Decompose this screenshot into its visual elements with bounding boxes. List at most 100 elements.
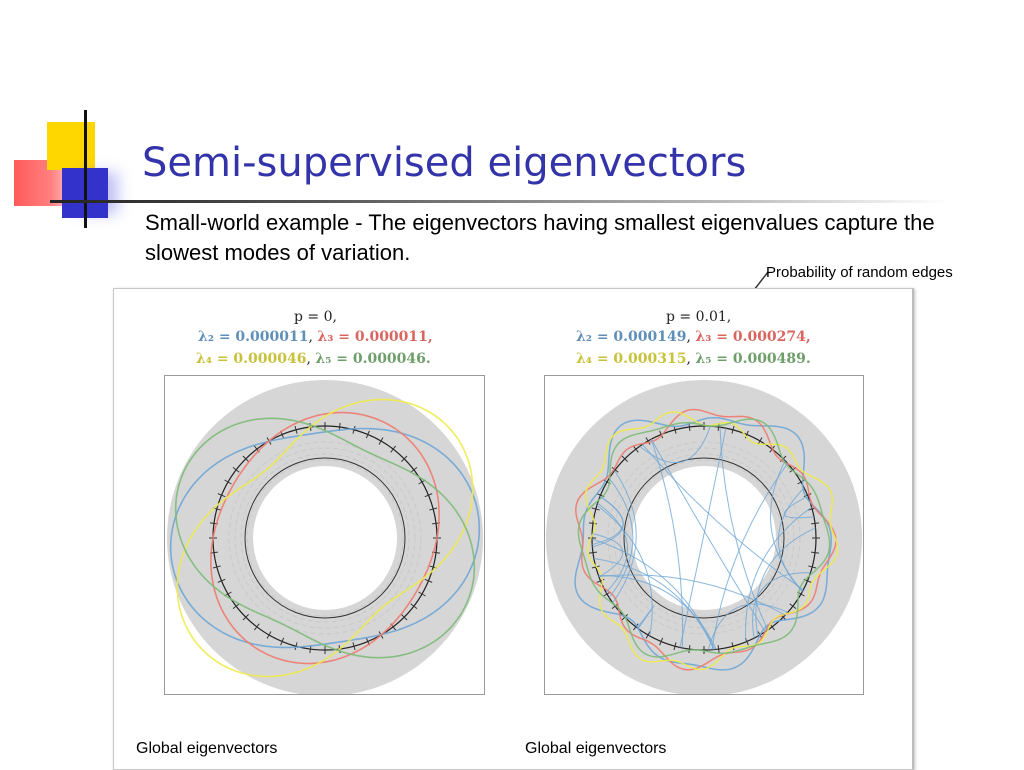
random-edge bbox=[608, 477, 634, 598]
random-edge bbox=[711, 463, 789, 650]
right-ring-plot bbox=[544, 375, 864, 695]
ring-tick bbox=[242, 614, 249, 621]
ring-tick bbox=[294, 642, 298, 651]
lambda5-curve bbox=[174, 417, 476, 659]
title-underline bbox=[50, 200, 950, 203]
slide-subtitle: Small-world example - The eigenvectors h… bbox=[145, 210, 935, 265]
random-edge bbox=[596, 504, 653, 637]
left-caption: Global eigenvectors bbox=[136, 740, 278, 757]
ring-tick bbox=[253, 623, 260, 631]
eigenvector-figure: p = 0, λ₂ = 0.000011, λ₃ = 0.000011, λ₄ … bbox=[113, 288, 914, 770]
lambda3-curve bbox=[575, 408, 837, 671]
ring-tick bbox=[424, 578, 433, 583]
random-edge bbox=[650, 438, 766, 633]
random-edge bbox=[719, 427, 769, 631]
random-edge bbox=[612, 470, 637, 604]
ring-tick bbox=[673, 425, 677, 434]
ring-tick bbox=[424, 493, 433, 498]
left-ring-plot bbox=[164, 375, 485, 695]
slide-title: Semi-supervised eigenvectors bbox=[142, 140, 747, 186]
random-edge bbox=[679, 428, 727, 648]
ring-tick bbox=[352, 642, 356, 651]
ring-tick bbox=[410, 466, 418, 473]
left-ring-svg bbox=[167, 380, 483, 694]
ring-tick bbox=[588, 522, 597, 525]
right-lambda5: λ₅ = 0.000489. bbox=[695, 351, 811, 367]
ring-tick bbox=[659, 637, 664, 646]
left-p-label: p = 0, bbox=[294, 309, 337, 325]
random-edge bbox=[593, 558, 715, 650]
random-edge bbox=[636, 605, 655, 629]
lambda5-curve bbox=[577, 418, 831, 658]
ring-tick bbox=[731, 642, 735, 651]
left-lambda2: λ₂ = 0.000011 bbox=[198, 329, 309, 345]
ring-tick bbox=[401, 455, 408, 462]
ring-tick bbox=[378, 437, 384, 445]
ring-tick bbox=[232, 466, 240, 473]
ring-tick bbox=[621, 455, 628, 462]
ring-tick bbox=[401, 614, 408, 621]
ring-tick bbox=[352, 425, 356, 434]
random-edge bbox=[777, 487, 805, 593]
ring-tick bbox=[418, 591, 426, 597]
ring-tick bbox=[232, 603, 240, 610]
ring-tick bbox=[645, 437, 651, 445]
ring-tick bbox=[294, 425, 298, 434]
right-ring-svg bbox=[546, 380, 862, 694]
ring-tick bbox=[280, 637, 285, 646]
ring-tick bbox=[212, 565, 221, 569]
random-edge bbox=[597, 502, 629, 593]
decor-yellow-square bbox=[47, 122, 95, 170]
ring-tick bbox=[645, 631, 651, 639]
ring-tick bbox=[217, 493, 226, 498]
right-lambda4: λ₄ = 0.000315 bbox=[576, 351, 687, 367]
ring-tick bbox=[429, 507, 438, 511]
random-edge bbox=[650, 439, 684, 648]
ring-tick bbox=[266, 631, 272, 639]
random-edge bbox=[755, 527, 816, 637]
left-lambda-row-2: λ₄ = 0.000046, λ₅ = 0.000046. bbox=[196, 351, 431, 367]
right-caption: Global eigenvectors bbox=[525, 740, 667, 757]
ring-tick bbox=[789, 603, 797, 610]
ring-tick bbox=[591, 507, 600, 511]
lambda4-curve bbox=[176, 398, 474, 678]
ring-tick bbox=[365, 430, 370, 439]
random-edge bbox=[639, 426, 711, 463]
ring-tick bbox=[811, 522, 820, 525]
inner-black-ring bbox=[623, 457, 785, 619]
ring-tick bbox=[611, 466, 619, 473]
inner-black-ring bbox=[244, 457, 406, 619]
ring-tick bbox=[410, 603, 418, 610]
left-lambda4: λ₄ = 0.000046 bbox=[196, 351, 307, 367]
inner-white-disc bbox=[632, 466, 776, 610]
ring-tick bbox=[390, 445, 397, 453]
inner-dashed-ring-0 bbox=[246, 459, 404, 617]
ring-tick bbox=[588, 551, 597, 554]
ring-tick bbox=[659, 430, 664, 439]
inner-white-disc bbox=[253, 466, 397, 610]
lambda3-curve bbox=[210, 411, 440, 665]
right-p-label: p = 0.01, bbox=[666, 309, 732, 325]
annotation-label: Probability of random edges bbox=[766, 264, 953, 281]
random-edge bbox=[598, 574, 786, 616]
ring-tick bbox=[217, 578, 226, 583]
ring-tick bbox=[242, 455, 249, 462]
random-edge bbox=[592, 496, 624, 548]
left-lambda-row-1: λ₂ = 0.000011, λ₃ = 0.000011, bbox=[198, 329, 433, 345]
inner-dashed-ring-1 bbox=[240, 453, 410, 623]
lambda4-curve bbox=[584, 411, 839, 671]
random-edge bbox=[642, 444, 804, 591]
random-edge bbox=[598, 574, 717, 650]
right-lambda3: λ₃ = 0.000274, bbox=[695, 329, 811, 345]
left-lambda3: λ₃ = 0.000011, bbox=[317, 329, 433, 345]
ring-tick bbox=[632, 623, 639, 631]
decor-vertical-line bbox=[84, 110, 87, 228]
ring-tick bbox=[632, 445, 639, 453]
ring-tick bbox=[688, 645, 691, 654]
right-lambda-row-2: λ₄ = 0.000315, λ₅ = 0.000489. bbox=[576, 351, 811, 367]
inner-dashed-ring-2 bbox=[234, 447, 416, 629]
lambda2-curve bbox=[574, 416, 832, 671]
ring-tick bbox=[717, 645, 720, 654]
random-edge bbox=[752, 572, 811, 639]
right-lambda-row-1: λ₂ = 0.000149, λ₃ = 0.000274, bbox=[576, 329, 811, 345]
